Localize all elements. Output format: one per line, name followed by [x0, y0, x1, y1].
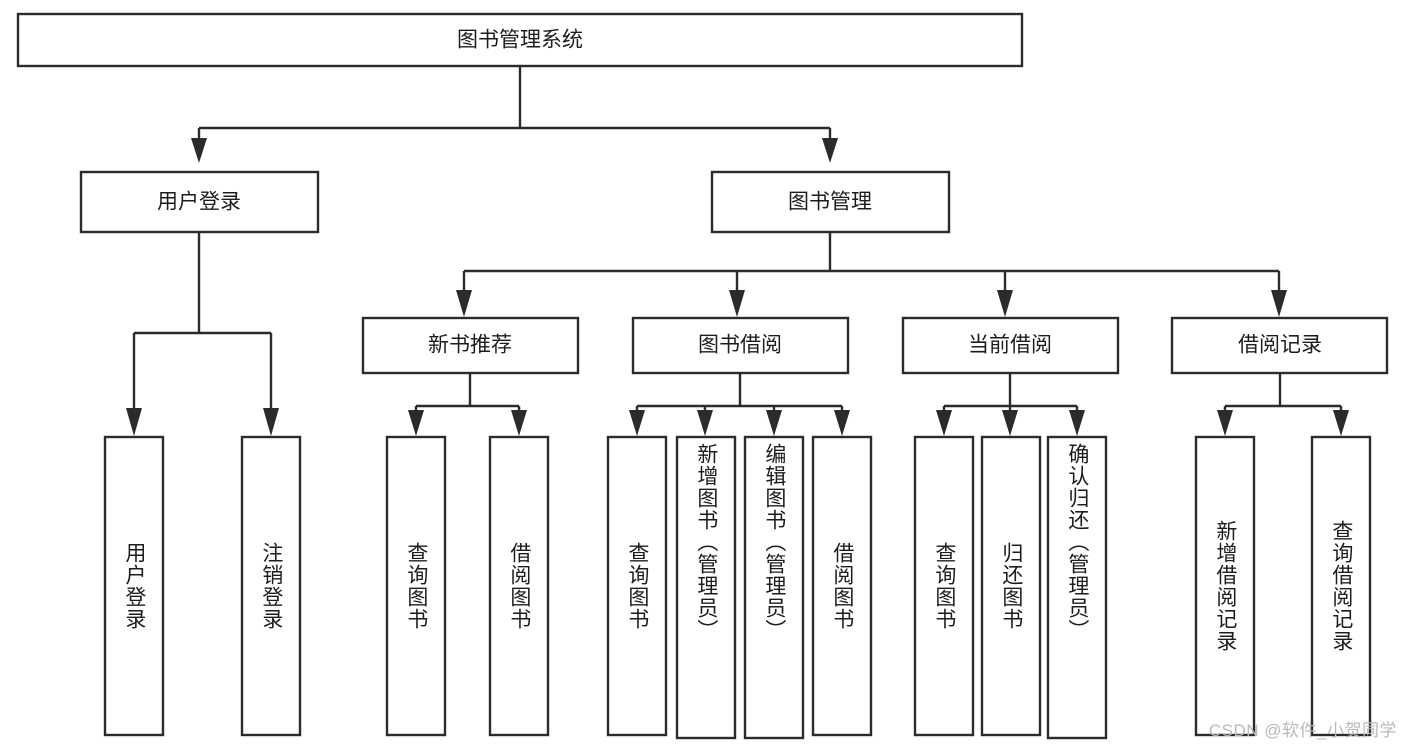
node-borrow-record-label: 借阅记录	[1238, 334, 1322, 357]
edge-group-book-manage-to-level3	[456, 232, 1287, 317]
node-book-borrow-label: 图书借阅	[698, 334, 782, 357]
leaf-return-book-box[interactable]	[980, 435, 1042, 737]
arrow-head-leaf-return-book	[1002, 410, 1018, 436]
arrow-head-new-book-rec	[456, 290, 472, 317]
node-new-book-rec[interactable]: 新书推荐	[361, 316, 580, 375]
arrow-head-leaf-add-book	[697, 410, 713, 436]
edge-group-user-login-to-leaves	[126, 232, 279, 436]
node-borrow-record-box[interactable]	[1170, 316, 1389, 375]
watermark-text: CSDN @软件_小贺同学	[1208, 721, 1397, 740]
arrow-head-book-manage	[822, 138, 838, 163]
node-root-label: 图书管理系统	[457, 29, 583, 52]
node-new-book-rec-label: 新书推荐	[428, 334, 512, 357]
node-book-manage-label: 图书管理	[788, 191, 872, 214]
edge-group-book-borrow-to-leaves	[629, 373, 850, 436]
leaf-add-record-box[interactable]	[1194, 435, 1256, 737]
arrow-head-current-borrow	[997, 290, 1013, 317]
leaf-borrow-book-box[interactable]	[811, 435, 873, 737]
node-borrow-record[interactable]: 借阅记录	[1170, 316, 1389, 375]
node-current-borrow[interactable]: 当前借阅	[901, 316, 1120, 375]
node-book-borrow-box[interactable]	[631, 316, 850, 375]
edge-group-borrow-record-to-leaves	[1217, 373, 1349, 436]
edge-group-root-to-level2	[191, 66, 838, 163]
node-root[interactable]: 图书管理系统	[16, 12, 1024, 68]
arrow-head-leaf-user-login	[126, 408, 142, 436]
leaf-edit-book-box[interactable]	[743, 435, 805, 740]
edge-group-current-borrow-to-leaves	[936, 373, 1085, 436]
edge-group-new-book-rec-to-leaves	[408, 373, 527, 436]
leaf-add-book-box[interactable]	[675, 435, 737, 740]
node-book-manage[interactable]: 图书管理	[710, 170, 951, 234]
arrow-head-leaf-user-logout	[263, 408, 279, 436]
arrow-head-leaf-add-record	[1217, 410, 1233, 436]
arrow-head-leaf-query-book-cur	[936, 410, 952, 436]
node-user-login-box[interactable]	[79, 170, 320, 234]
arrow-head-leaf-confirm-return	[1069, 410, 1085, 436]
node-current-borrow-label: 当前借阅	[968, 334, 1052, 357]
node-root-box[interactable]	[16, 12, 1024, 68]
node-book-borrow[interactable]: 图书借阅	[631, 316, 850, 375]
node-user-login[interactable]: 用户登录	[79, 170, 320, 234]
leaf-user-logout-box[interactable]	[240, 435, 302, 737]
arrow-head-leaf-query-book-borrow	[629, 410, 645, 436]
node-new-book-rec-box[interactable]	[361, 316, 580, 375]
leaf-query-book-rec-box[interactable]	[385, 435, 447, 737]
leaf-confirm-return-box[interactable]	[1046, 435, 1108, 740]
leaf-query-book-cur-box[interactable]	[913, 435, 975, 737]
node-book-manage-box[interactable]	[710, 170, 951, 234]
node-user-login-label: 用户登录	[157, 191, 241, 214]
arrow-head-leaf-query-book-rec	[408, 410, 424, 436]
node-current-borrow-box[interactable]	[901, 316, 1120, 375]
arrow-head-user-login	[191, 138, 207, 163]
leaf-boxes	[103, 435, 1372, 740]
arrow-head-leaf-edit-book	[766, 410, 782, 436]
arrow-head-leaf-query-record	[1333, 410, 1349, 436]
arrow-head-leaf-borrow-book-rec	[511, 410, 527, 436]
leaf-query-book-borrow-box[interactable]	[606, 435, 668, 737]
arrow-head-borrow-record	[1271, 290, 1287, 317]
leaf-query-record-box[interactable]	[1310, 435, 1372, 737]
arrow-head-leaf-borrow-book	[834, 410, 850, 436]
leaf-borrow-book-rec-box[interactable]	[488, 435, 550, 737]
arrow-head-book-borrow	[729, 290, 745, 317]
leaf-user-login-box[interactable]	[103, 435, 165, 737]
